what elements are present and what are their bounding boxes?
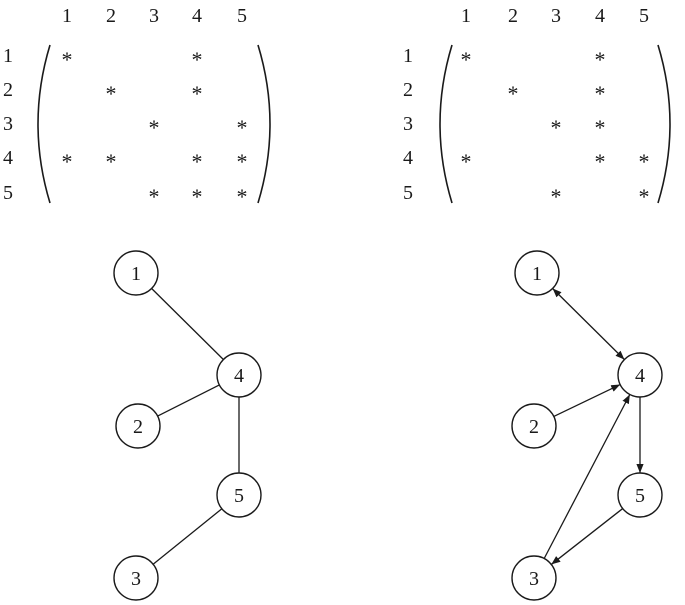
matrix-entry: * xyxy=(192,149,203,174)
node-label: 5 xyxy=(635,485,645,507)
left-paren xyxy=(439,44,453,204)
matrix-entry: * xyxy=(106,149,117,174)
right-matrix: 1 2 3 4 5 1 2 3 4 5 * * * * * * * * * * * xyxy=(403,5,671,209)
matrix-entry: * xyxy=(595,81,606,106)
col-label: 3 xyxy=(149,5,159,27)
row-label: 1 xyxy=(403,45,413,67)
edge-5-3 xyxy=(550,508,624,565)
matrix-entry: * xyxy=(192,47,203,72)
col-label: 4 xyxy=(595,5,605,27)
matrix-entry: * xyxy=(639,184,650,209)
col-label: 1 xyxy=(62,5,72,27)
node-4 xyxy=(617,352,663,398)
matrix-entry: * xyxy=(639,149,650,174)
col-label: 5 xyxy=(639,5,649,27)
edge-2-4 xyxy=(553,383,621,418)
matrix-entry: * xyxy=(508,81,519,106)
matrix-entry: * xyxy=(551,115,562,140)
matrix-entry: * xyxy=(149,184,160,209)
row-label: 1 xyxy=(3,45,13,67)
row-label: 3 xyxy=(3,113,13,135)
node-1 xyxy=(514,250,560,296)
node-label: 5 xyxy=(234,485,244,507)
left-paren xyxy=(37,44,51,204)
directed-graph: 1 2 3 4 5 xyxy=(511,250,663,601)
col-label: 4 xyxy=(192,5,202,27)
matrix-entry: * xyxy=(595,47,606,72)
matrix-entry: * xyxy=(551,184,562,209)
matrix-entry: * xyxy=(595,149,606,174)
matrix-entry: * xyxy=(106,81,117,106)
col-label: 5 xyxy=(237,5,247,27)
undirected-graph: 1 2 3 4 5 xyxy=(113,250,262,601)
node-3 xyxy=(511,555,557,601)
node-2 xyxy=(115,403,161,449)
node-3 xyxy=(113,555,159,601)
node-2 xyxy=(511,403,557,449)
row-label: 4 xyxy=(403,147,413,169)
col-label: 2 xyxy=(106,5,116,27)
col-label: 1 xyxy=(461,5,471,27)
edge-5-3 xyxy=(152,508,223,565)
row-label: 3 xyxy=(403,113,413,135)
matrix-entry: * xyxy=(149,115,160,140)
row-label: 5 xyxy=(3,182,13,204)
node-5 xyxy=(617,472,663,518)
matrix-entry: * xyxy=(62,47,73,72)
node-label: 4 xyxy=(234,365,244,387)
row-label: 4 xyxy=(3,147,13,169)
row-label: 5 xyxy=(403,182,413,204)
node-label: 2 xyxy=(529,416,539,438)
edge-2-4 xyxy=(157,384,220,417)
matrix-entry: * xyxy=(237,115,248,140)
node-label: 1 xyxy=(532,263,542,285)
col-label: 2 xyxy=(508,5,518,27)
matrix-entry: * xyxy=(62,149,73,174)
row-label: 2 xyxy=(403,79,413,101)
node-label: 3 xyxy=(131,568,141,590)
matrix-entry: * xyxy=(237,184,248,209)
node-5 xyxy=(216,472,262,518)
node-label: 3 xyxy=(529,568,539,590)
node-label: 1 xyxy=(131,263,141,285)
col-label: 3 xyxy=(551,5,561,27)
row-label: 2 xyxy=(3,79,13,101)
matrix-entry: * xyxy=(237,149,248,174)
matrix-entry: * xyxy=(461,149,472,174)
edge-1-4 xyxy=(552,288,625,360)
matrix-entry: * xyxy=(461,47,472,72)
edge-3-4 xyxy=(543,394,631,559)
left-matrix: 1 2 3 4 5 1 2 3 4 5 * * * * * * * * * * * * * xyxy=(3,5,271,209)
node-1 xyxy=(113,250,159,296)
matrix-entry: * xyxy=(192,184,203,209)
node-4 xyxy=(216,352,262,398)
matrix-entry: * xyxy=(192,81,203,106)
right-paren xyxy=(257,44,271,204)
edge-1-4 xyxy=(151,288,224,360)
matrix-entry: * xyxy=(595,115,606,140)
node-label: 2 xyxy=(133,416,143,438)
node-label: 4 xyxy=(635,365,645,387)
right-paren xyxy=(657,44,671,204)
